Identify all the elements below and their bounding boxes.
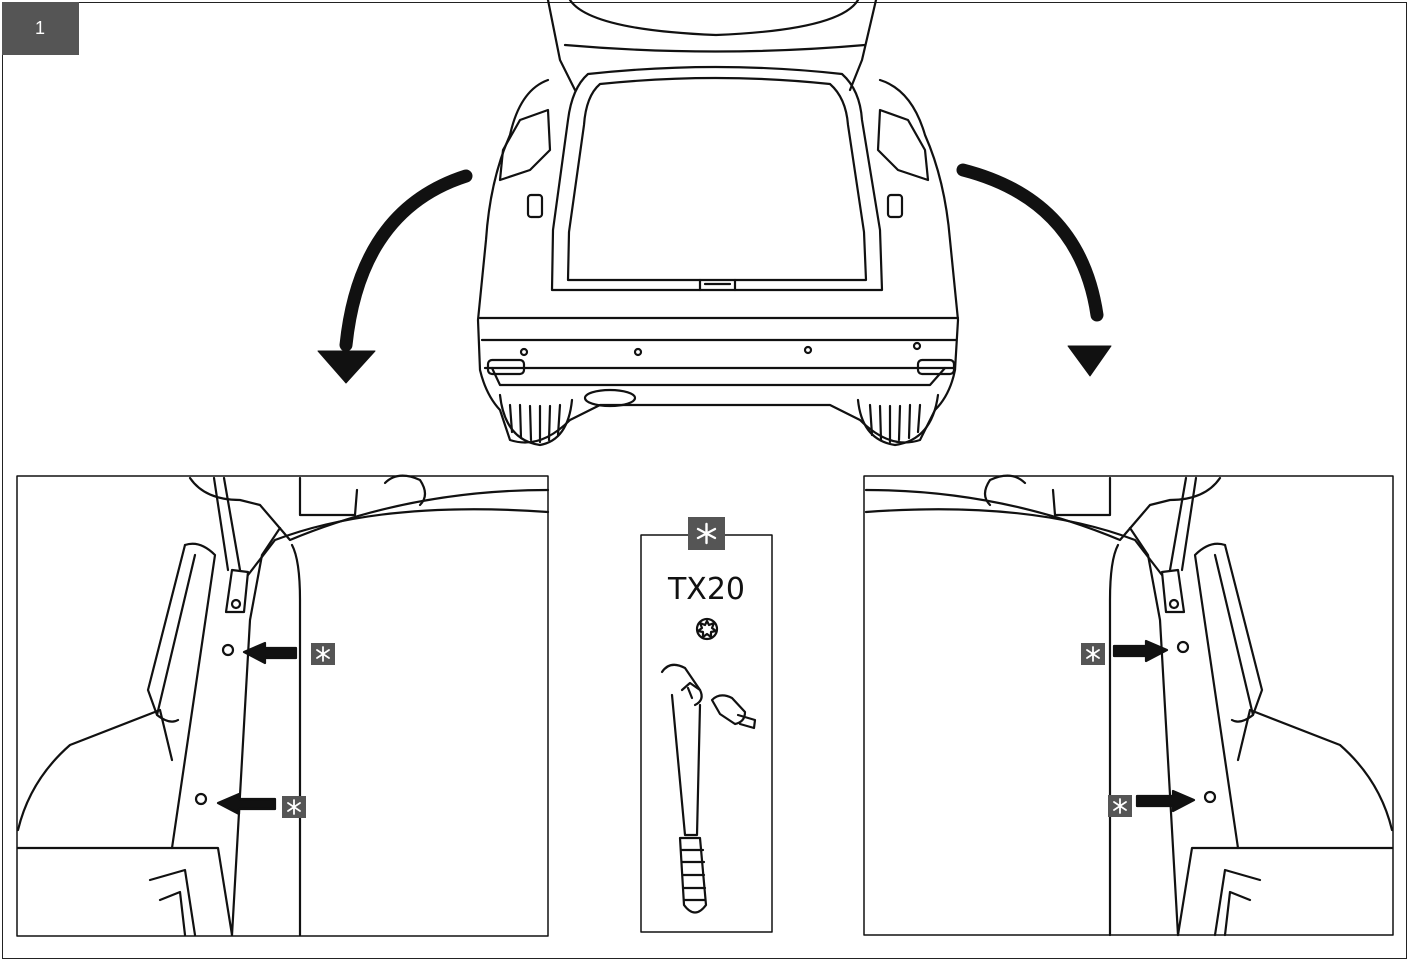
curved-arrow-right-icon (956, 163, 1112, 377)
pointer-arrow-icon (1112, 639, 1169, 663)
star-badge-icon (311, 643, 335, 665)
step-number: 1 (35, 18, 46, 38)
star-badge-icon (688, 517, 725, 550)
curved-arrow-left-icon (317, 169, 473, 384)
tool-size-label: TX20 (667, 572, 746, 607)
right-detail-panel (863, 475, 1394, 936)
torx-bit-icon (695, 617, 719, 641)
screwdriver-icon (660, 663, 708, 914)
pointer-arrow-icon (216, 792, 277, 816)
left-detail-panel (16, 475, 549, 937)
star-badge-icon (282, 796, 306, 818)
parking-sensor-dots (519, 341, 922, 357)
left-detail-drawing (16, 474, 550, 937)
pointer-arrow-icon (1135, 789, 1196, 813)
right-detail-drawing (864, 474, 1394, 937)
car-rear-view (476, 0, 960, 447)
star-badge-icon (1081, 643, 1105, 665)
bit-socket-icon (710, 694, 757, 730)
pointer-arrow-icon (242, 641, 298, 665)
star-badge-icon (1108, 795, 1132, 817)
step-number-badge: 1 (2, 2, 79, 55)
